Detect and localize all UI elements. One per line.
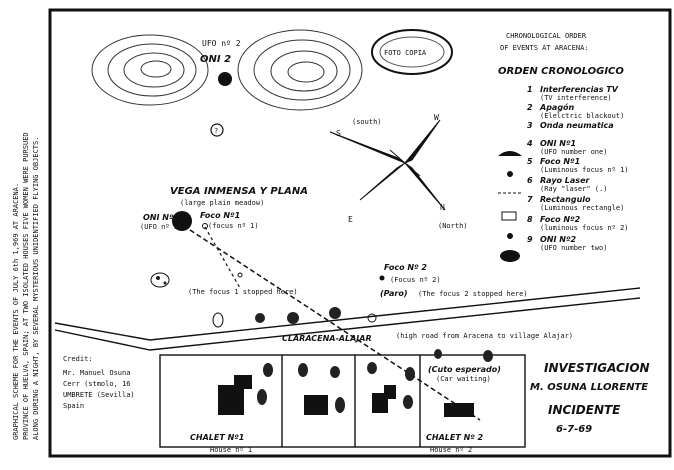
chronology-title-en-1: CHRONOLOGICAL ORDER: [506, 32, 587, 40]
chronology-item-english: (Elelctric blackout): [540, 112, 624, 120]
chronology-item-number: 3: [527, 121, 533, 130]
chalet2-label: CHALET Nº 2: [426, 433, 484, 442]
question-circle: [210, 123, 224, 137]
stamp: FOTO COPIA: [371, 29, 453, 75]
chronology-item-english: (Luminous focus nº 1): [540, 166, 629, 174]
chronology-item-number: 4: [526, 139, 533, 148]
investigation-line-2: M. OSUNA LLORENTE: [530, 382, 648, 393]
credit-title: Credit:: [63, 355, 93, 363]
house1-label: House nº 1: [210, 446, 252, 454]
credit-line-2: Cerr (stmolo, 16: [63, 380, 130, 388]
chronology-item-label: Onda neumatica: [540, 121, 614, 130]
foco1-stop-label: (The focus 1 stopped here): [188, 288, 298, 296]
legend-rectangle-symbol: [501, 211, 517, 221]
foco1-point: [202, 223, 208, 229]
side-caption-line-2: PROVINCE OF HUELVA, SPAIN; AT TWO ISOLAT…: [22, 132, 30, 440]
foco1-label: Foco Nº1: [200, 211, 240, 220]
compass-n: N: [440, 203, 445, 212]
mountain-contours-left: [91, 34, 209, 106]
chalet1-label: CHALET Nº1: [190, 433, 244, 442]
chronology-item-label: Interferencias TV: [540, 85, 619, 94]
ufo2-dark-disc: [218, 72, 232, 86]
meadow-blobs: [150, 272, 377, 328]
investigation-line-4: 6-7-69: [556, 424, 592, 435]
foco2-point: [379, 275, 385, 281]
foco2-label: Foco Nº 2: [384, 263, 427, 272]
ufo2-en-label: UFO nº 2: [202, 39, 241, 48]
chalet-enclosures: [159, 354, 526, 448]
buildings: [218, 375, 474, 417]
legend-symbols: [498, 151, 522, 262]
chronology-item-english: (Ray "laser" (.): [540, 185, 607, 193]
side-caption-line-3: ALONG DURING A NIGHT, BY SEVERAL MYSTERI…: [32, 137, 40, 440]
compass-south: (south): [352, 118, 382, 126]
compass-e: E: [348, 215, 353, 224]
foco1-stop-point: [237, 272, 243, 278]
chronology-item-label: Rectangulo: [540, 195, 591, 204]
chronology-item-label: Rayo Laser: [540, 176, 590, 185]
laser-path: [189, 229, 481, 421]
chronology-item-english: (UFO number two): [540, 244, 607, 252]
chronology-item-number: 8: [527, 215, 533, 224]
trees: [257, 349, 493, 413]
chronology-panel: CHRONOLOGICAL ORDER OF EVENTS AT ARACENA…: [498, 32, 629, 252]
foco1-en-label: (focus nº 1): [208, 222, 259, 230]
chronology-title-en-2: OF EVENTS AT ARACENA:: [500, 44, 589, 52]
oni1-label: ONI Nº1: [143, 213, 179, 222]
legend-ufo2-symbol: [500, 250, 520, 262]
investigation-line-3: INCIDENTE: [548, 403, 621, 417]
chronology-item-number: 9: [527, 235, 533, 244]
chronology-item-number: 7: [527, 195, 533, 204]
ufo2-label: ONI 2: [200, 54, 231, 65]
credit-line-3: UMBRETE (Sevilla): [63, 391, 135, 399]
car-waiting-en-label: (Car waiting): [436, 375, 491, 383]
road-label: CLARACENA-ALAJAR: [282, 334, 372, 343]
chronology-item-english: (UFO number one): [540, 148, 607, 156]
question-mark: ?: [214, 127, 218, 135]
house2-label: House nº 2: [430, 446, 472, 454]
legend-focus2-symbol: [507, 233, 513, 239]
chronology-item-label: Apagón: [539, 102, 575, 112]
credit-line-4: Spain: [63, 402, 84, 410]
chronology-item-number: 2: [527, 103, 533, 112]
diagram-frame: [48, 8, 672, 458]
chronology-item-label: Foco Nº2: [540, 215, 581, 224]
chronology-item-number: 5: [527, 157, 533, 166]
foco2-en-label: (Focus nº 2): [390, 276, 441, 284]
legend-ufo1-symbol: [498, 151, 522, 156]
chronology-item-label: Foco Nº1: [540, 157, 580, 166]
chronology-title-es: ORDEN CRONOLOGICO: [498, 66, 624, 77]
car-waiting-label: (Cuto esperado): [428, 365, 501, 374]
chronology-item-label: ONI Nº1: [540, 139, 576, 148]
stamp-text: FOTO COPIA: [384, 49, 427, 57]
chronology-item-english: (TV interference): [540, 94, 612, 102]
chronology-item-english: (luminous focus nº 2): [540, 224, 629, 232]
legend-focus1-symbol: [507, 171, 513, 177]
road: [54, 287, 641, 351]
oni1-en-label: (UFO nº 1): [140, 223, 182, 231]
credit-line-1: Mr. Manuel Osuna: [63, 369, 130, 377]
compass-rose: [329, 119, 446, 211]
chronology-item-number: 1: [527, 85, 533, 94]
chronology-item-label: ONI Nº2: [540, 235, 576, 244]
compass-w: W: [434, 113, 439, 122]
chronology-item-english: (Luminous rectangle): [540, 204, 624, 212]
compass-s: S: [336, 129, 341, 138]
investigation-line-1: INVESTIGACION: [544, 361, 650, 375]
meadow-en-label: (large plain meadow): [180, 199, 264, 207]
oni1-disc: [172, 211, 192, 231]
foco2-stop-label: (The focus 2 stopped here): [418, 290, 528, 298]
compass-north: (North): [438, 222, 468, 230]
mountain-contours-right: [237, 29, 363, 111]
side-caption-line-1: GRAPHICAL SCHEME FOR THE EVENTS OF JULY …: [12, 183, 20, 440]
paro-label: (Paro): [380, 289, 408, 298]
foco1-path: [204, 226, 241, 289]
road-en-label: (high road from Aracena to village Alaja…: [396, 332, 573, 340]
side-caption: GRAPHICAL SCHEME FOR THE EVENTS OF JULY …: [12, 132, 40, 440]
meadow-label: VEGA INMENSA Y PLANA: [170, 186, 308, 197]
chronology-item-number: 6: [527, 176, 533, 185]
